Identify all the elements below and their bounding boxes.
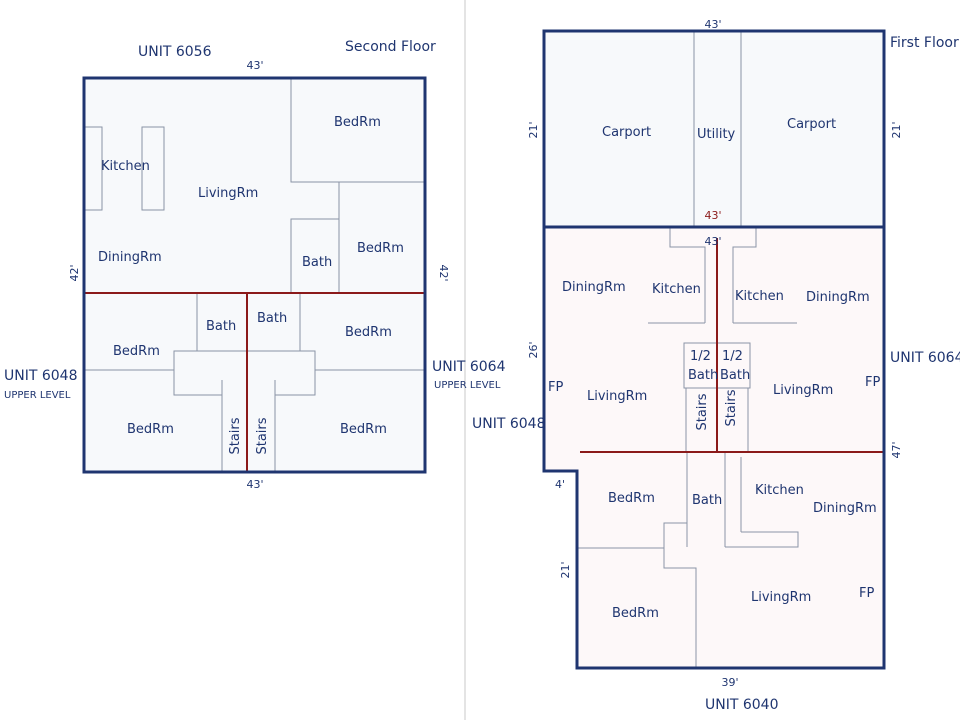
first-floor-dim-left-mid: 26' <box>527 341 540 358</box>
room-livingroom-left: LivingRm <box>587 389 647 404</box>
room-stairs-right: Stairs <box>724 389 739 426</box>
room-kitchen-left: Kitchen <box>652 282 701 297</box>
first-floor-dim-top: 43' <box>704 18 721 31</box>
room-bedroom-top-right: BedRm <box>334 115 381 130</box>
room-kitchen: Kitchen <box>101 159 150 174</box>
unit-6040-label: UNIT 6040 <box>705 697 778 713</box>
room-diningroom-right: DiningRm <box>806 290 870 305</box>
room-livingroom-right: LivingRm <box>773 383 833 398</box>
second-floor-party-walls <box>84 292 425 472</box>
room-livingroom: LivingRm <box>198 186 258 201</box>
room-utility: Utility <box>697 127 736 142</box>
second-floor-interior-walls <box>83 78 425 472</box>
unit-6064-upper-sublabel: UPPER LEVEL <box>434 380 501 391</box>
second-floor-title: Second Floor <box>345 39 436 55</box>
room-half-bath-right-label: Bath <box>720 368 750 383</box>
room-kitchen-right: Kitchen <box>735 289 784 304</box>
fireplace-left: FP <box>548 380 563 395</box>
second-floor-dim-top: 43' <box>246 59 263 72</box>
room-bedroom-lower-upper: BedRm <box>608 491 655 506</box>
room-diningroom: DiningRm <box>98 250 162 265</box>
room-diningroom-left: DiningRm <box>562 280 626 295</box>
fireplace-lower: FP <box>859 586 874 601</box>
room-bedroom-left-upper: BedRm <box>113 344 160 359</box>
first-floor-exterior-walls <box>542 29 886 670</box>
room-carport-right: Carport <box>787 117 836 132</box>
room-half-bath-left-fraction: 1/2 <box>690 349 711 364</box>
first-floor-party-walls <box>580 238 884 453</box>
room-half-bath-left-label: Bath <box>688 368 718 383</box>
first-floor-plan: First Floor UNIT 6064 UNIT 6048 UNIT 604… <box>472 18 960 713</box>
room-kitchen-lower: Kitchen <box>755 483 804 498</box>
unit-6064-label: UNIT 6064 <box>890 350 960 366</box>
room-bedroom-mid-right: BedRm <box>357 241 404 256</box>
room-bedroom-right-lower: BedRm <box>340 422 387 437</box>
room-bedroom-right-upper: BedRm <box>345 325 392 340</box>
carport-dim-left: 21' <box>527 121 540 138</box>
second-floor-plan: UNIT 6056 Second Floor 43' 43' 42' 42' U… <box>4 39 506 491</box>
second-floor-fill <box>84 78 425 472</box>
unit-6048-upper-label: UNIT 6048 <box>4 368 77 384</box>
room-bedroom-lower-lower: BedRm <box>612 606 659 621</box>
room-bath-lower-left: Bath <box>206 319 236 334</box>
second-floor-dim-bottom: 43' <box>246 478 263 491</box>
unit-6064-upper-label: UNIT 6064 <box>432 359 506 375</box>
second-floor-exterior-wall <box>82 76 427 474</box>
unit-6048-upper-sublabel: UPPER LEVEL <box>4 390 71 401</box>
unit-6040-fill <box>577 452 884 668</box>
first-floor-dim-left-lower: 21' <box>559 561 572 578</box>
room-bath-lower-right: Bath <box>257 311 287 326</box>
room-half-bath-right-fraction: 1/2 <box>722 349 743 364</box>
room-stairs-left: Stairs <box>695 393 710 430</box>
room-diningroom-lower: DiningRm <box>813 501 877 516</box>
carport-block-fill <box>544 31 884 227</box>
room-stairs-right: Stairs <box>255 417 270 454</box>
party-wall-dim: 43' <box>704 209 721 222</box>
middle-units-fill <box>544 227 884 471</box>
room-bath-upper: Bath <box>302 255 332 270</box>
second-floor-dim-left: 42' <box>68 264 81 281</box>
middle-dim-inner: 43' <box>704 235 721 248</box>
first-floor-title: First Floor <box>890 35 959 51</box>
room-bedroom-left-lower: BedRm <box>127 422 174 437</box>
room-bath-lower: Bath <box>692 493 722 508</box>
fireplace-right: FP <box>865 375 880 390</box>
first-floor-dim-right-mid: 47' <box>890 441 903 458</box>
step-dim: 4' <box>555 478 565 491</box>
unit-6048-label: UNIT 6048 <box>472 416 545 432</box>
unit-6056-label: UNIT 6056 <box>138 44 212 60</box>
carport-dim-right: 21' <box>890 121 903 138</box>
first-floor-dim-bottom: 39' <box>721 676 738 689</box>
room-carport-left: Carport <box>602 125 651 140</box>
room-livingroom-lower: LivingRm <box>751 590 811 605</box>
second-floor-dim-right: 42' <box>437 264 450 281</box>
room-stairs-left: Stairs <box>228 417 243 454</box>
